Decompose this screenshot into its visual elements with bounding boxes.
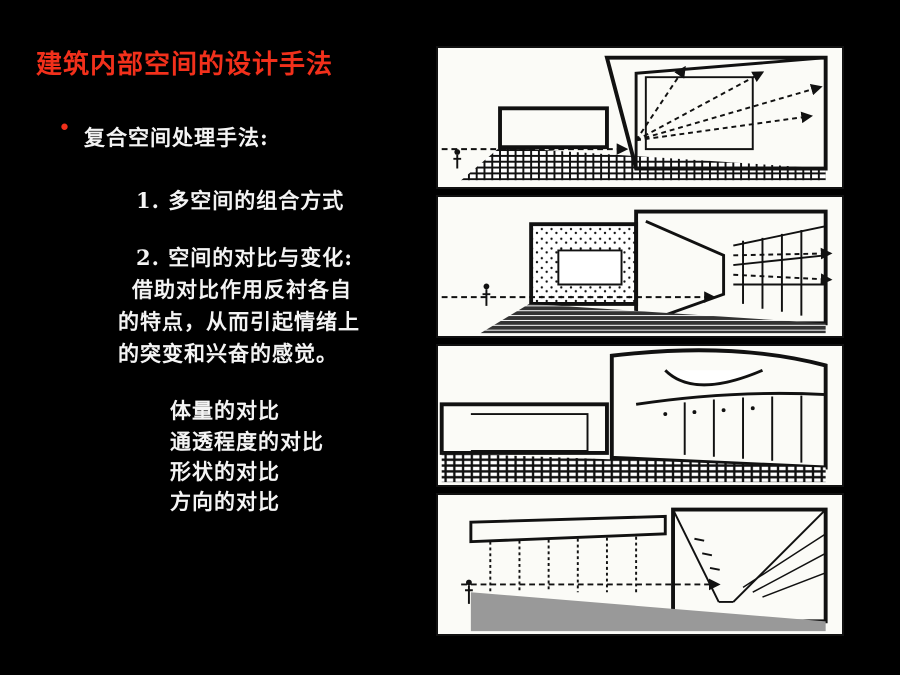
item-2-text: 2. 空间的对比与变化:: [136, 245, 353, 270]
sketch-volume-contrast: [436, 46, 844, 189]
contrast-volume: 体量的对比: [170, 398, 280, 423]
bullet-marker: •: [58, 116, 71, 141]
sketch-volume-contrast-drawing: [441, 55, 828, 181]
slide-title: 建筑内部空间的设计手法: [36, 50, 334, 80]
sketch-direction-contrast: [436, 493, 844, 636]
contrast-direction: 方向的对比: [170, 489, 280, 514]
sketch-transparency-contrast: [436, 195, 844, 338]
sketch-direction-contrast-drawing: [461, 507, 828, 632]
description-line-2: 的特点，从而引起情绪上: [118, 309, 360, 334]
sketch-transparency-contrast-drawing: [441, 209, 833, 334]
description-line-1: 借助对比作用反衬各自: [132, 277, 352, 302]
item-1-text: 1. 多空间的组合方式: [136, 188, 345, 213]
sketch-shape-contrast-drawing: [439, 348, 828, 483]
description-line-3: 的突变和兴奋的感觉。: [118, 341, 338, 366]
contrast-shape: 形状的对比: [170, 459, 280, 484]
bullet-heading: 复合空间处理手法:: [84, 125, 269, 150]
contrast-transparency: 通透程度的对比: [170, 429, 324, 454]
sketch-shape-contrast: [436, 344, 844, 487]
